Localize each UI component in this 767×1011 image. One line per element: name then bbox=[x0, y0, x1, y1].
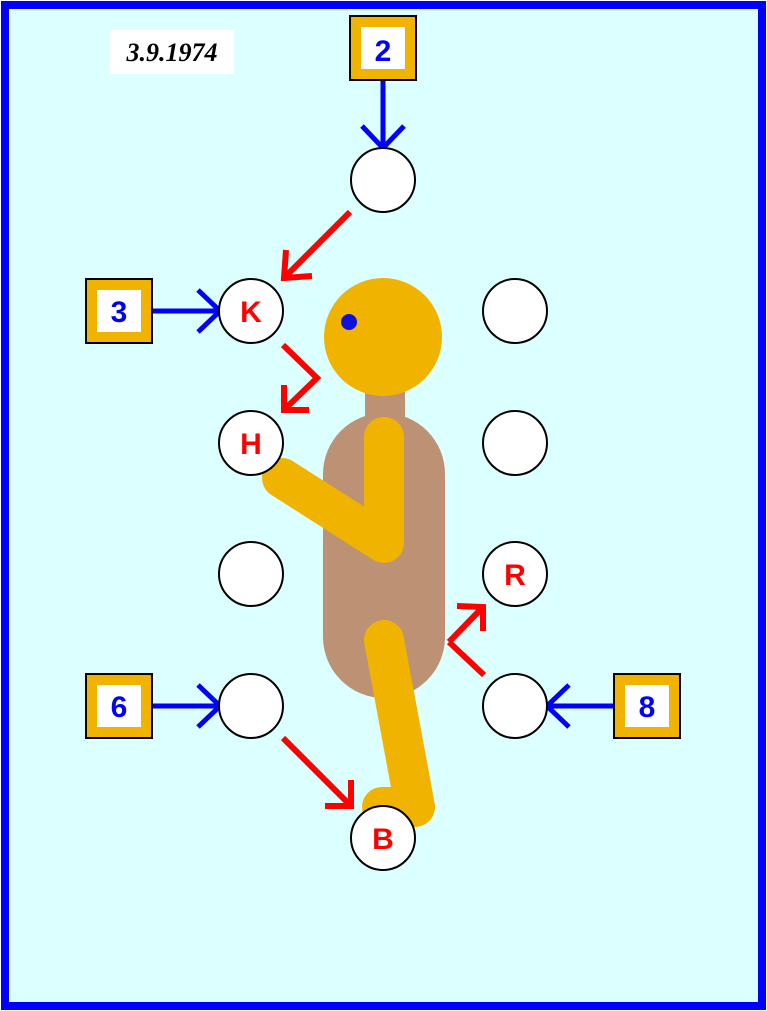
figure-arm bbox=[262, 417, 404, 563]
circle-b: B bbox=[350, 805, 416, 871]
red-arrow-head bbox=[325, 780, 354, 809]
number-box-label: 3 bbox=[111, 296, 128, 329]
circle-right-bottom bbox=[482, 673, 548, 739]
red-arrow-to-r-shaft bbox=[446, 606, 484, 645]
circle-left-bottom bbox=[218, 673, 284, 739]
number-boxes: 2 3 6 8 bbox=[85, 15, 681, 739]
number-box-8: 8 bbox=[613, 673, 681, 739]
circle-top bbox=[350, 147, 416, 213]
red-arrow-head bbox=[456, 603, 486, 631]
number-box-3: 3 bbox=[85, 278, 153, 344]
figure-eye bbox=[341, 314, 357, 330]
figure bbox=[262, 278, 445, 827]
red-arrows bbox=[280, 209, 487, 809]
number-box-label: 2 bbox=[375, 35, 392, 68]
circle-label: K bbox=[240, 296, 262, 329]
number-box-label: 6 bbox=[111, 691, 128, 724]
circle-label: H bbox=[240, 428, 262, 461]
circle-label: R bbox=[504, 559, 526, 592]
number-box-label: 8 bbox=[639, 691, 656, 724]
date-label-background bbox=[110, 30, 234, 74]
number-box-6: 6 bbox=[85, 673, 153, 739]
circle-left-mid bbox=[218, 541, 284, 607]
circle-right-second bbox=[482, 410, 548, 476]
blue-arrows bbox=[152, 80, 614, 729]
figure-head bbox=[324, 278, 442, 396]
red-arrow-head bbox=[280, 249, 313, 282]
date-label: 3.9.1974 bbox=[126, 38, 218, 67]
circles: K H B R bbox=[218, 147, 548, 871]
red-arrow-k-to-h bbox=[280, 342, 322, 411]
circle-label: B bbox=[372, 823, 394, 856]
red-arrow-to-r bbox=[446, 639, 487, 678]
red-arrow-top-to-k bbox=[283, 209, 353, 279]
circle-right-top bbox=[482, 278, 548, 344]
circle-k: K bbox=[218, 278, 284, 344]
circle-r: R bbox=[482, 541, 548, 607]
red-arrow-head bbox=[281, 385, 309, 413]
circle-h: H bbox=[218, 410, 284, 476]
number-box-2: 2 bbox=[349, 15, 417, 81]
red-arrow-to-b bbox=[280, 735, 351, 806]
